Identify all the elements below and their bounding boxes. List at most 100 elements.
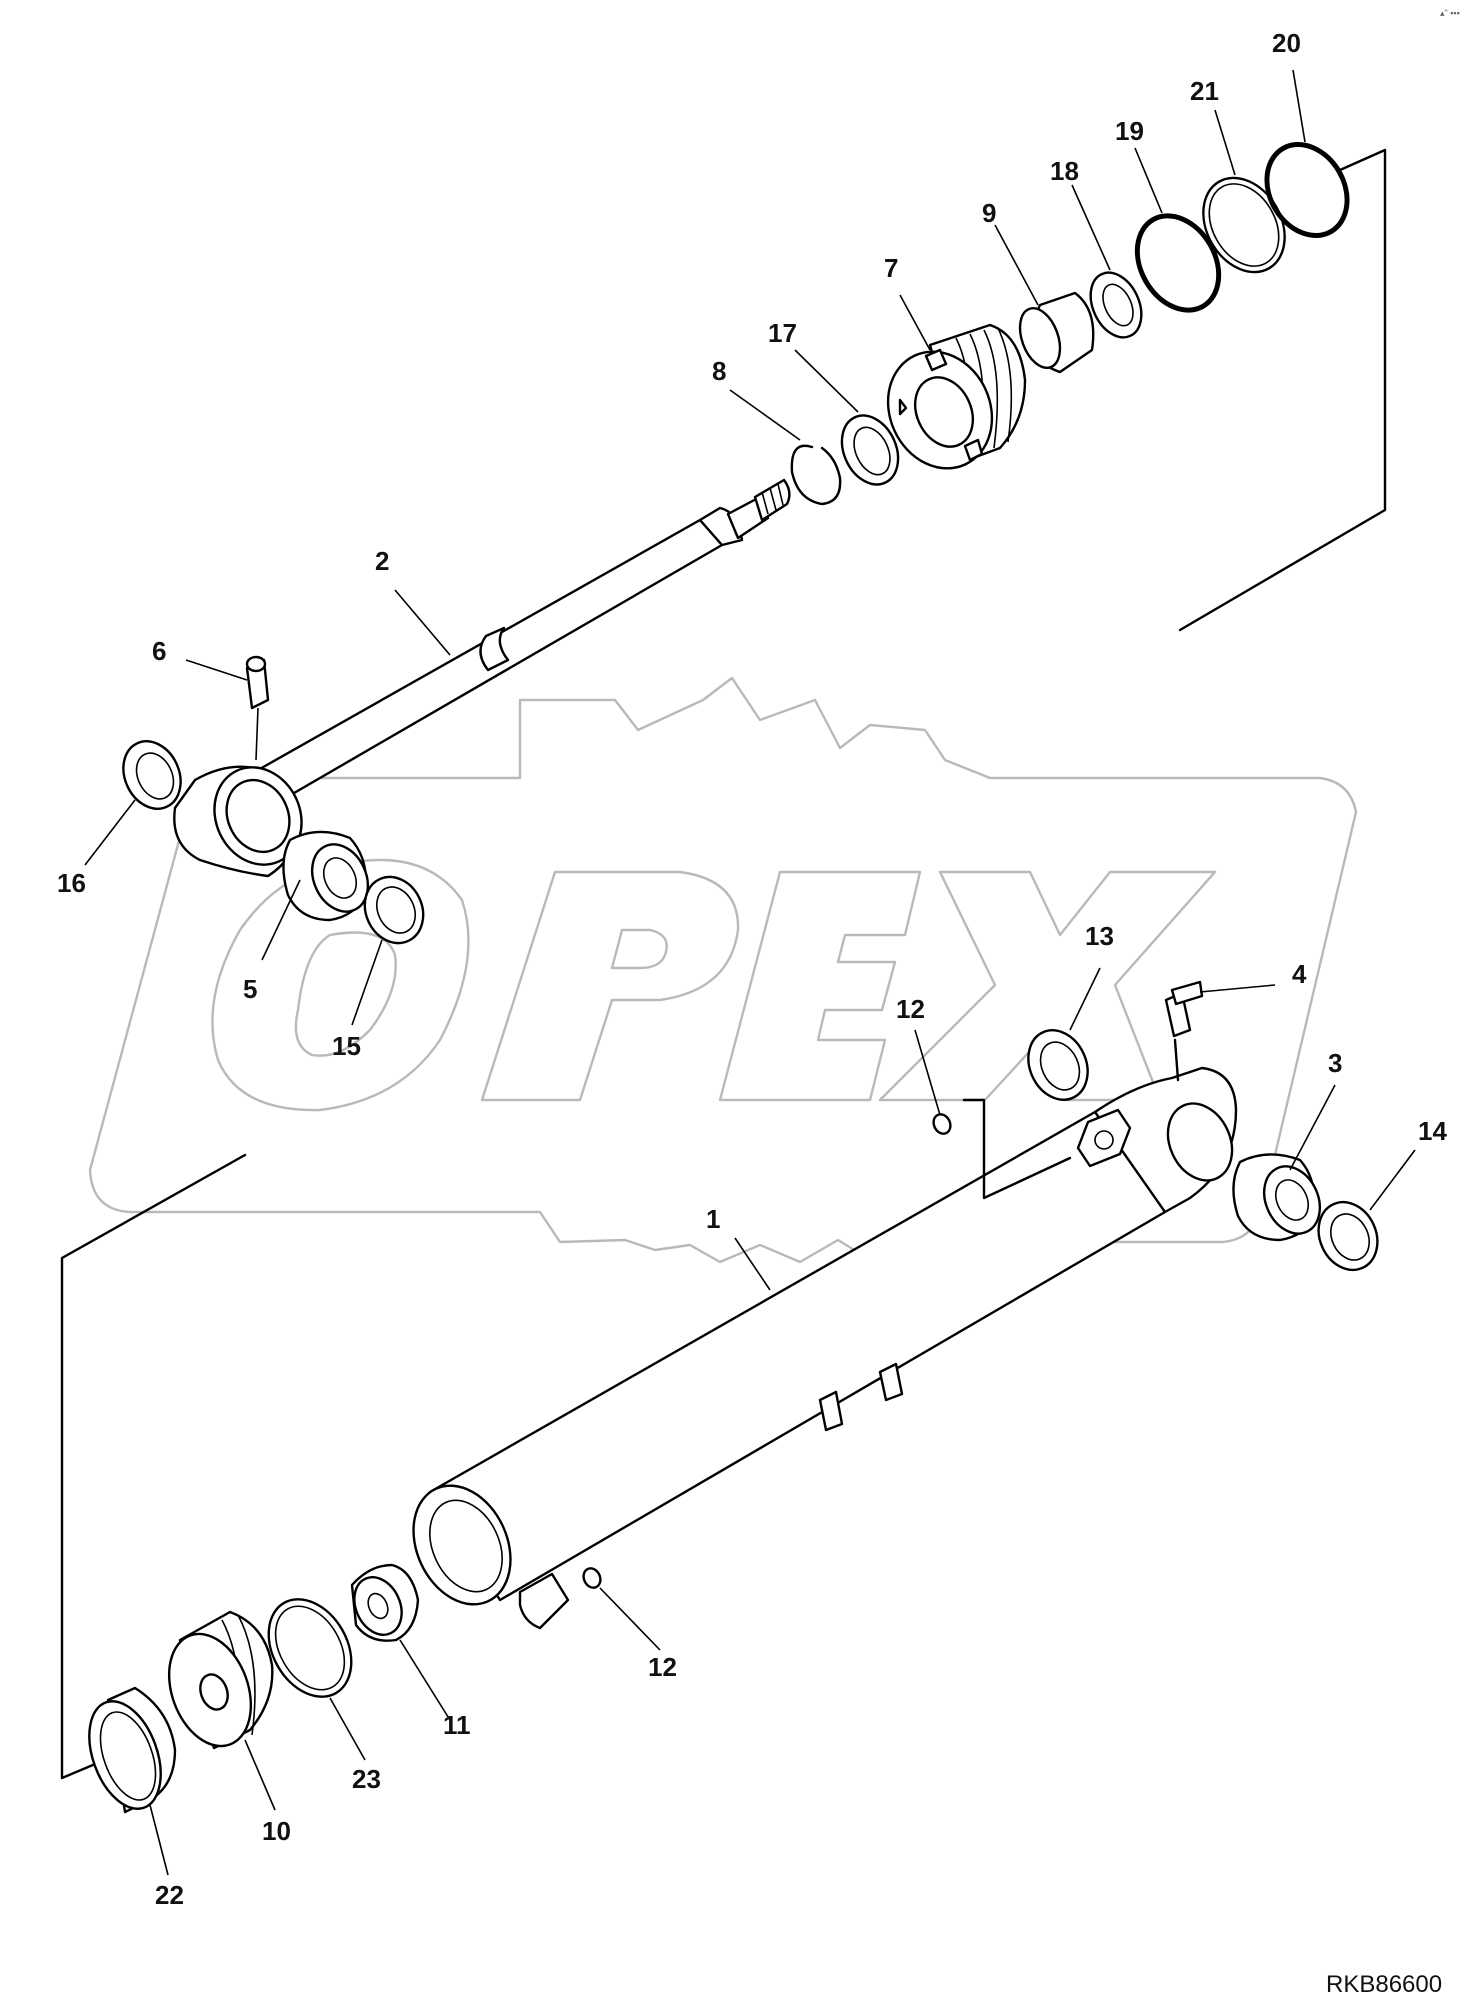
fitting-4-stem-line [1173,1038,1180,1082]
piston-10 [167,1610,274,1750]
callout-3: 3 [1328,1048,1342,1078]
bushing-3-bore [1274,1179,1310,1221]
ring-23-inner [274,1605,346,1691]
wiper-18-inner [1102,283,1134,327]
callout-12-upper: 12 [896,994,925,1024]
leader-20 [1292,69,1306,143]
o-ring-12-upper [932,1113,952,1135]
seal-14-outer [1317,1200,1379,1272]
leader-12b [599,1587,661,1651]
wear-ring-22-inner [99,1711,157,1801]
nut-11 [350,1563,420,1642]
leader-16 [84,799,136,866]
bushing-5-bore [322,857,358,899]
cylinder-eye-end [1076,1038,1238,1214]
cylinder-hex-fitting-center [1094,1130,1114,1150]
bushing-9-face [1018,307,1062,369]
snap-ring-8-shape [790,444,842,506]
head-7-notch-left [898,398,908,416]
callout-21: 21 [1190,76,1219,106]
leader-23 [329,1697,366,1761]
callout-17: 17 [768,318,797,348]
cylinder-tube-1 [412,1110,1167,1630]
callout-4: 4 [1292,959,1307,989]
nut-11-bore [367,1592,389,1620]
callout-9: 9 [982,198,996,228]
callout-15: 15 [332,1031,361,1061]
callout-14: 14 [1418,1116,1447,1146]
callout-22: 22 [155,1880,184,1910]
callout-8: 8 [712,356,726,386]
fitting-6-stem [255,707,259,761]
fitting-6-head [245,655,267,673]
o-ring-19 [1134,213,1222,313]
cylinder-head-7 [886,323,1027,470]
ring-17-inner [853,426,891,476]
seal-15 [363,875,425,945]
upper-bracket-line [1178,148,1387,632]
lower-bracket-line [60,1153,247,1780]
wear-ring-22-face [88,1700,162,1810]
o-ring-19-shape [1134,213,1222,313]
ring-17 [840,414,900,486]
wear-ring-22 [88,1686,177,1814]
seal-15-inner [375,886,417,934]
head-7-notch-bottom [963,438,984,462]
leader-19 [1134,147,1163,214]
rod-break-gap [479,626,510,672]
leader-2 [394,589,451,656]
tube-port-block [518,1572,570,1630]
bushing-5-face [310,843,370,913]
seal-16-outer [122,740,182,810]
seal-13-outer [1027,1029,1089,1101]
ring-23-outer [267,1598,353,1698]
callout-2: 2 [375,546,389,576]
o-rings-12 [582,1113,952,1589]
seal-14 [1317,1200,1379,1272]
nut-11-face [353,1576,403,1636]
callout-13: 13 [1085,921,1114,951]
callout-16: 16 [57,868,86,898]
rod-eye-bore [225,778,291,854]
callout-10: 10 [262,1816,291,1846]
port-bracket-line [962,1098,1072,1200]
watermark-letter-p [480,870,740,1102]
leader-21 [1214,109,1236,176]
o-ring-12-lower [582,1567,602,1589]
callout-11: 11 [443,1710,471,1740]
head-7-bore [913,376,975,448]
callout-12-lower: 12 [648,1652,677,1682]
callout-5: 5 [243,974,257,1004]
seal-16 [122,740,182,810]
ring-23 [267,1598,353,1698]
piston-10-bore [199,1673,229,1711]
grease-fitting-4 [1164,980,1204,1038]
seal-13-inner [1039,1041,1081,1091]
seal-16-inner [135,752,175,800]
o-ring-20-shape [1264,142,1350,238]
cylinder-hex-fitting [1076,1108,1132,1168]
leader-1 [734,1237,771,1291]
head-7-notch-top [924,348,948,372]
callout-18: 18 [1050,156,1079,186]
rod-thread-lines [761,483,784,515]
leader-7 [899,294,931,351]
wiper-18-outer [1089,271,1143,339]
bushing-5 [282,830,370,922]
leader-22 [149,1804,169,1876]
cylinder-eye-bore [1166,1102,1234,1182]
piston-rod-2 [256,478,791,802]
callout-labels: 20 21 19 18 9 7 17 8 2 6 16 5 15 13 12 4… [57,28,1447,1910]
leader-15 [351,939,383,1026]
o-ring-20 [1264,142,1350,238]
leader-11 [399,1639,451,1721]
tube-open-end [412,1484,512,1606]
fitting-4-head [1170,980,1204,1006]
bushing-9 [1018,291,1095,374]
leader-18 [1071,184,1111,271]
assembly-bracket-lines [60,148,1387,1780]
callout-23: 23 [352,1764,381,1794]
tube-inner-bore [429,1499,503,1593]
callout-1: 1 [706,1204,720,1234]
